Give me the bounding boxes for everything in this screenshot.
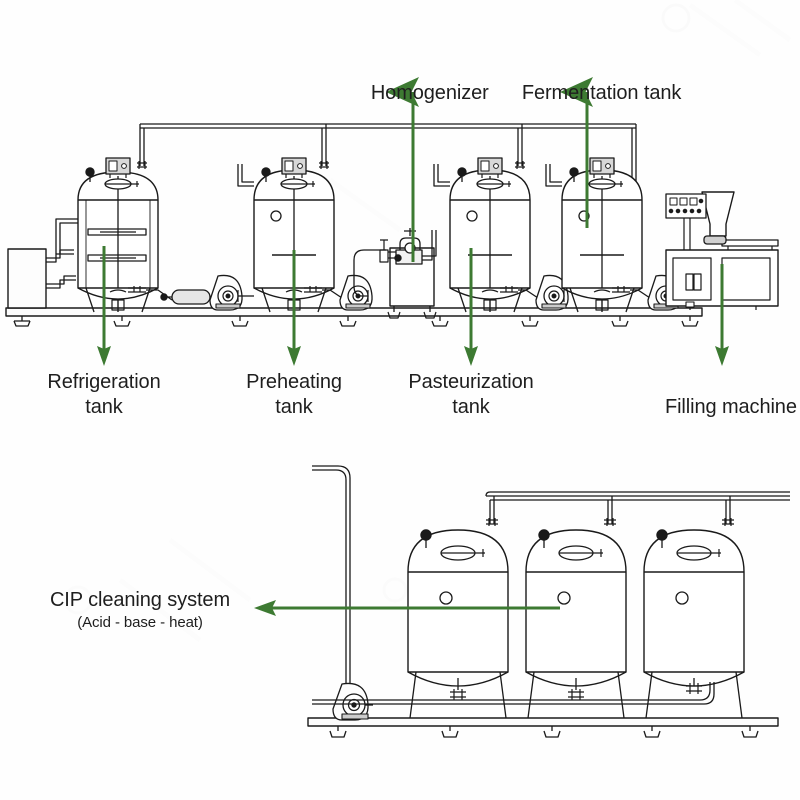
cip-tank-2 <box>525 529 627 719</box>
label-preheating-tank-line1: Preheating <box>246 371 342 393</box>
label-pasteurization-tank: Pasteurization tank <box>396 370 546 420</box>
label-pasteurization-tank-line2: tank <box>452 396 490 418</box>
arrow-filling-machine <box>715 264 729 366</box>
pipe-union-fittings <box>137 161 525 169</box>
annotation-arrow-cip <box>254 600 560 616</box>
cip-header-unions <box>486 518 734 526</box>
label-preheating-tank: Preheating tank <box>224 370 364 420</box>
label-cip-system-subtitle: (Acid - base - heat) <box>77 614 203 631</box>
cip-cleaning-system <box>307 465 790 738</box>
arrow-pasteurization-tank <box>464 248 478 366</box>
cip-riser-pipe <box>312 465 351 700</box>
transfer-pump-3 <box>535 274 569 311</box>
arrow-preheating-tank <box>287 250 301 366</box>
cip-tank-3 <box>643 529 745 719</box>
label-filling-machine: Filling machine <box>640 370 800 445</box>
cip-top-header <box>485 491 790 524</box>
refrigeration-tank <box>7 157 173 313</box>
watermark-layer <box>63 0 792 642</box>
label-cip-system-text: CIP cleaning system <box>49 589 231 611</box>
top-base-platform <box>5 307 703 327</box>
filling-machine <box>665 191 779 310</box>
label-filling-machine-text: Filling machine <box>664 396 797 418</box>
label-preheating-tank-line2: tank <box>275 396 313 418</box>
label-pasteurization-tank-line1: Pasteurization <box>408 371 534 393</box>
label-homogenizer-text: Homogenizer <box>370 82 489 104</box>
pasteurization-tank <box>433 157 539 313</box>
label-refrigeration-tank-line1: Refrigeration <box>47 371 161 393</box>
top-header-pipe <box>139 123 637 190</box>
preheating-tank <box>237 157 343 313</box>
fermentation-tank <box>545 157 651 313</box>
label-refrigeration-tank-line2: tank <box>85 396 123 418</box>
annotation-arrows-top <box>97 77 729 366</box>
label-cip-system: CIP cleaning system (Acid - base - heat) <box>26 588 254 633</box>
cip-pump <box>332 682 373 721</box>
label-refrigeration-tank: Refrigeration tank <box>24 370 184 420</box>
label-fermentation-tank-text: Fermentation tank <box>521 82 682 104</box>
cip-base-platform <box>307 717 779 738</box>
arrow-refrigeration-tank <box>97 246 111 366</box>
label-fermentation-tank: Fermentation tank <box>500 56 682 131</box>
transfer-pump-1 <box>209 274 254 311</box>
label-homogenizer: Homogenizer <box>349 56 489 131</box>
cip-tank-1 <box>407 529 509 719</box>
cip-bottom-header <box>312 682 715 705</box>
